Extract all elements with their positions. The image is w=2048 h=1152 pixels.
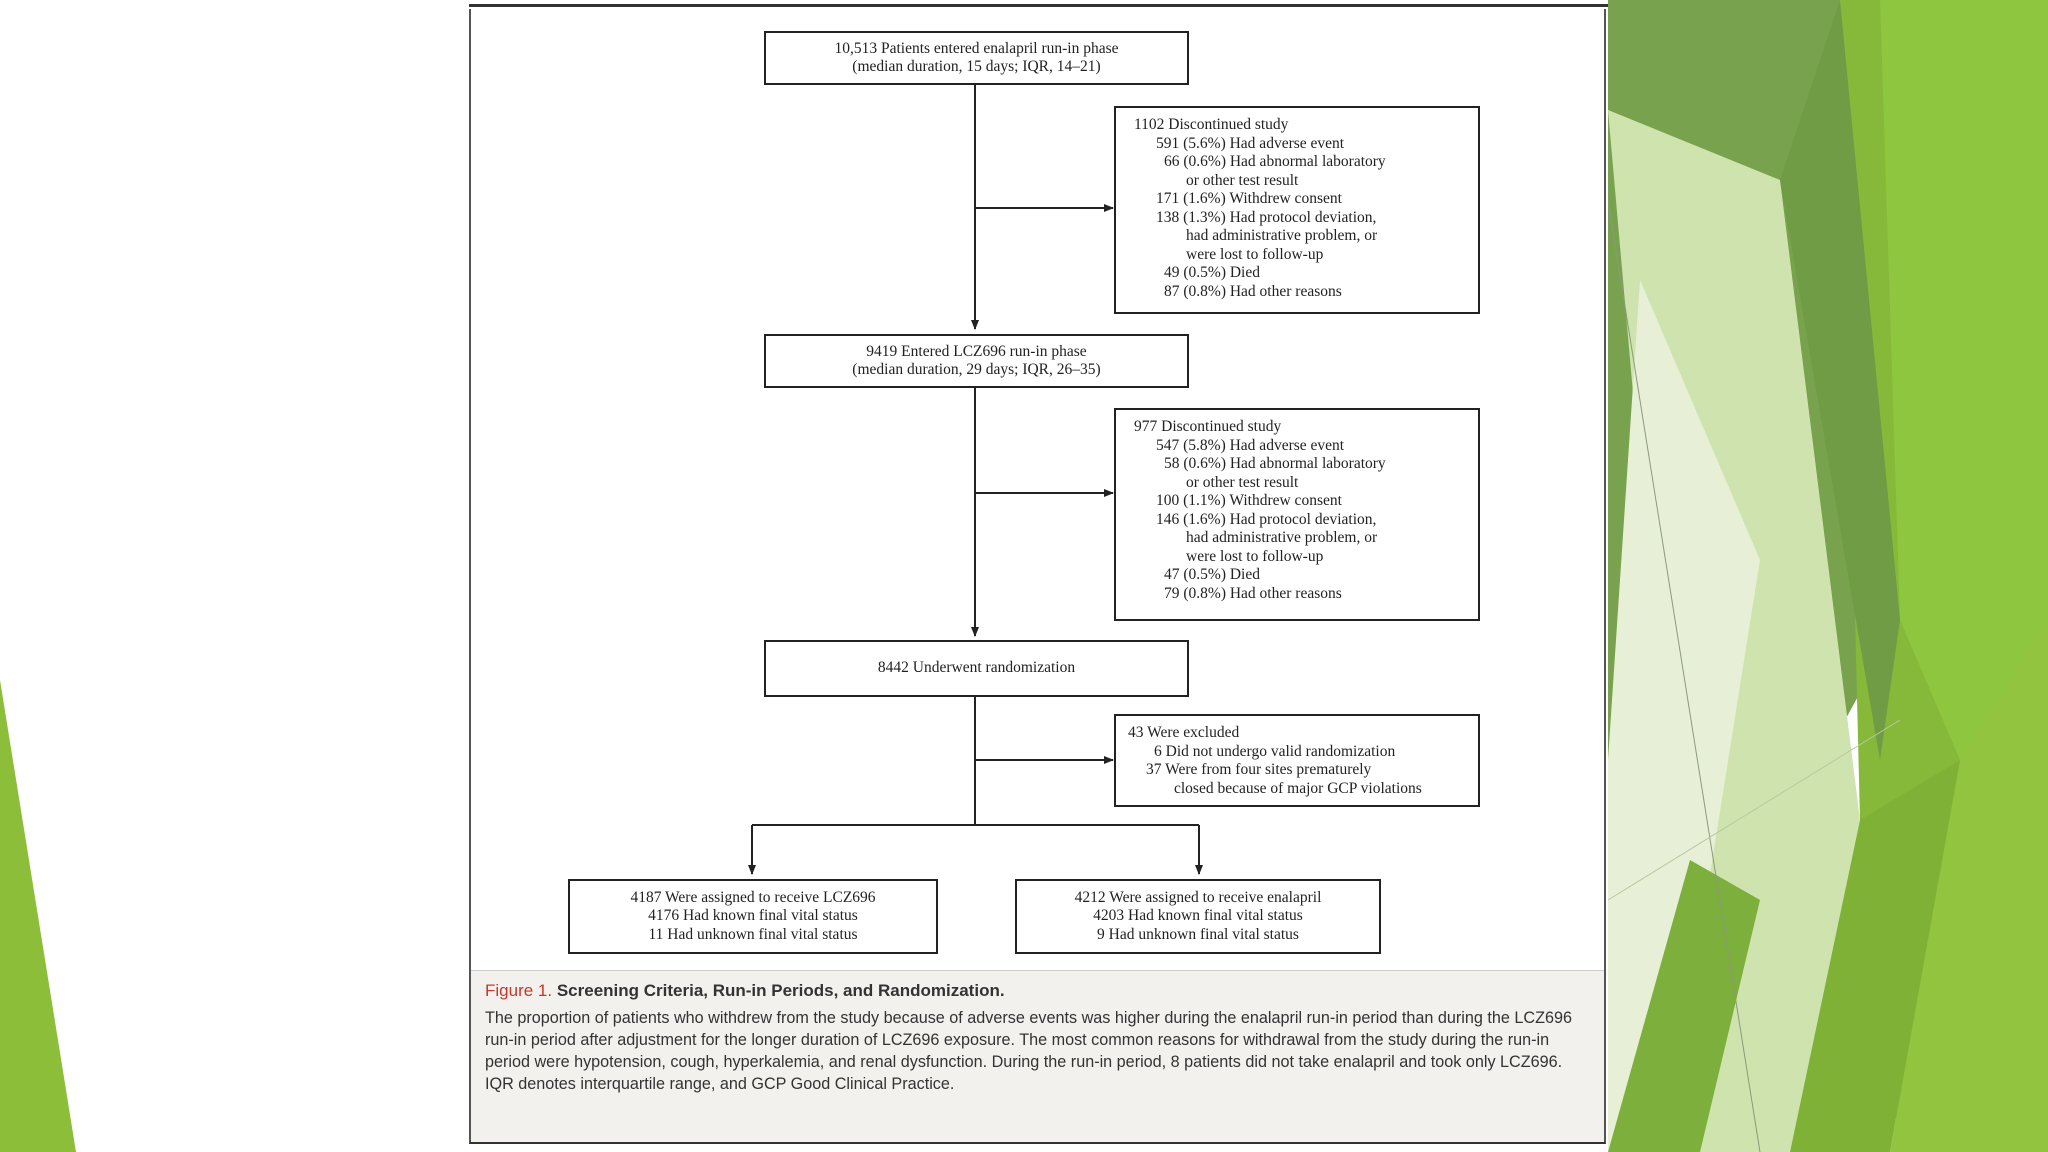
discontinued-1-item: 171 (1.6%) Withdrew consent — [1156, 190, 1342, 207]
discontinued-2-header: 977 Discontinued study — [1134, 418, 1282, 435]
enalapril-runin-duration: (median duration, 15 days; IQR, 14–21) — [852, 58, 1101, 75]
discontinued-1-item: 591 (5.6%) Had adverse event — [1156, 134, 1345, 152]
lcz-runin-duration: (median duration, 29 days; IQR, 26–35) — [852, 361, 1101, 378]
discontinued-2-item: or other test result — [1186, 473, 1299, 491]
arm-enalapril-box: 4212 Were assigned to receive enalapril … — [1015, 879, 1381, 954]
discontinued-2-item: 146 (1.6%) Had protocol deviation, — [1156, 510, 1377, 528]
discontinued-1-item: 87 (0.8%) Had other reasons — [1164, 282, 1342, 300]
discontinued-box-1: 1102 Discontinued study 591 (5.6%) Had a… — [1114, 106, 1480, 314]
excluded-item: 6 Did not undergo valid randomization — [1154, 742, 1396, 760]
discontinued-2-item: 58 (0.6%) Had abnormal laboratory — [1164, 455, 1386, 472]
flow-connectors — [748, 84, 1203, 875]
discontinued-1-item: or other test result — [1186, 171, 1299, 189]
enalapril-runin-box: 10,513 Patients entered enalapril run-in… — [764, 31, 1189, 85]
caption-title: Screening Criteria, Run-in Periods, and … — [556, 981, 1005, 1000]
excluded-header: 43 Were excluded — [1128, 724, 1240, 741]
discontinued-2-item: 547 (5.8%) Had adverse event — [1156, 436, 1345, 454]
caption-body: The proportion of patients who withdrew … — [485, 1009, 1572, 1093]
randomization-count: 8442 Underwent randomization — [877, 659, 1076, 677]
arm-lcz-box: 4187 Were assigned to receive LCZ696 417… — [568, 879, 938, 954]
figure-top-rule — [469, 4, 1608, 7]
discontinued-2-item: 79 (0.8%) Had other reasons — [1164, 584, 1342, 602]
randomization-box: 8442 Underwent randomization — [764, 640, 1189, 697]
excluded-item: closed because of major GCP violations — [1174, 779, 1422, 797]
discontinued-2-item: 47 (0.5%) Died — [1164, 566, 1260, 583]
discontinued-1-header: 1102 Discontinued study — [1134, 116, 1289, 133]
enalapril-runin-count: 10,513 Patients entered enalapril run-in… — [834, 39, 1119, 57]
arm-lcz-unknown: 11 Had unknown final vital status — [648, 925, 858, 943]
caption-title-line: Figure 1. Screening Criteria, Run-in Per… — [485, 981, 1590, 1001]
figure-caption: Figure 1. Screening Criteria, Run-in Per… — [471, 970, 1604, 1142]
discontinued-2-item: were lost to follow-up — [1186, 547, 1324, 565]
arm-enalapril-unknown: 9 Had unknown final vital status — [1097, 925, 1299, 943]
discontinued-1-item: had administrative problem, or — [1186, 227, 1378, 244]
slide-decoration-left — [0, 680, 76, 1152]
discontinued-1-item: were lost to follow-up — [1186, 245, 1324, 263]
excluded-item: 37 Were from four sites prematurely — [1146, 761, 1372, 778]
discontinued-1-item: 66 (0.6%) Had abnormal laboratory — [1164, 153, 1386, 170]
arm-lcz-assigned: 4187 Were assigned to receive LCZ696 — [630, 888, 876, 906]
excluded-box: 43 Were excluded 6 Did not undergo valid… — [1114, 714, 1480, 807]
figure-frame — [469, 9, 1606, 1144]
lcz-runin-box: 9419 Entered LCZ696 run-in phase (median… — [764, 334, 1189, 388]
arm-enalapril-known: 4203 Had known final vital status — [1093, 907, 1303, 925]
caption-figure-label: Figure 1. — [485, 981, 553, 1000]
discontinued-1-item: 49 (0.5%) Died — [1164, 264, 1260, 281]
arm-enalapril-assigned: 4212 Were assigned to receive enalapril — [1074, 888, 1322, 906]
lcz-runin-count: 9419 Entered LCZ696 run-in phase — [866, 342, 1087, 360]
figure-panel: 10,513 Patients entered enalapril run-in… — [469, 0, 1608, 1152]
discontinued-1-item: 138 (1.3%) Had protocol deviation, — [1156, 208, 1377, 226]
discontinued-2-item: had administrative problem, or — [1186, 529, 1378, 546]
discontinued-box-2: 977 Discontinued study 547 (5.8%) Had ad… — [1114, 408, 1480, 621]
discontinued-2-item: 100 (1.1%) Withdrew consent — [1156, 492, 1342, 509]
arm-lcz-known: 4176 Had known final vital status — [648, 907, 858, 925]
